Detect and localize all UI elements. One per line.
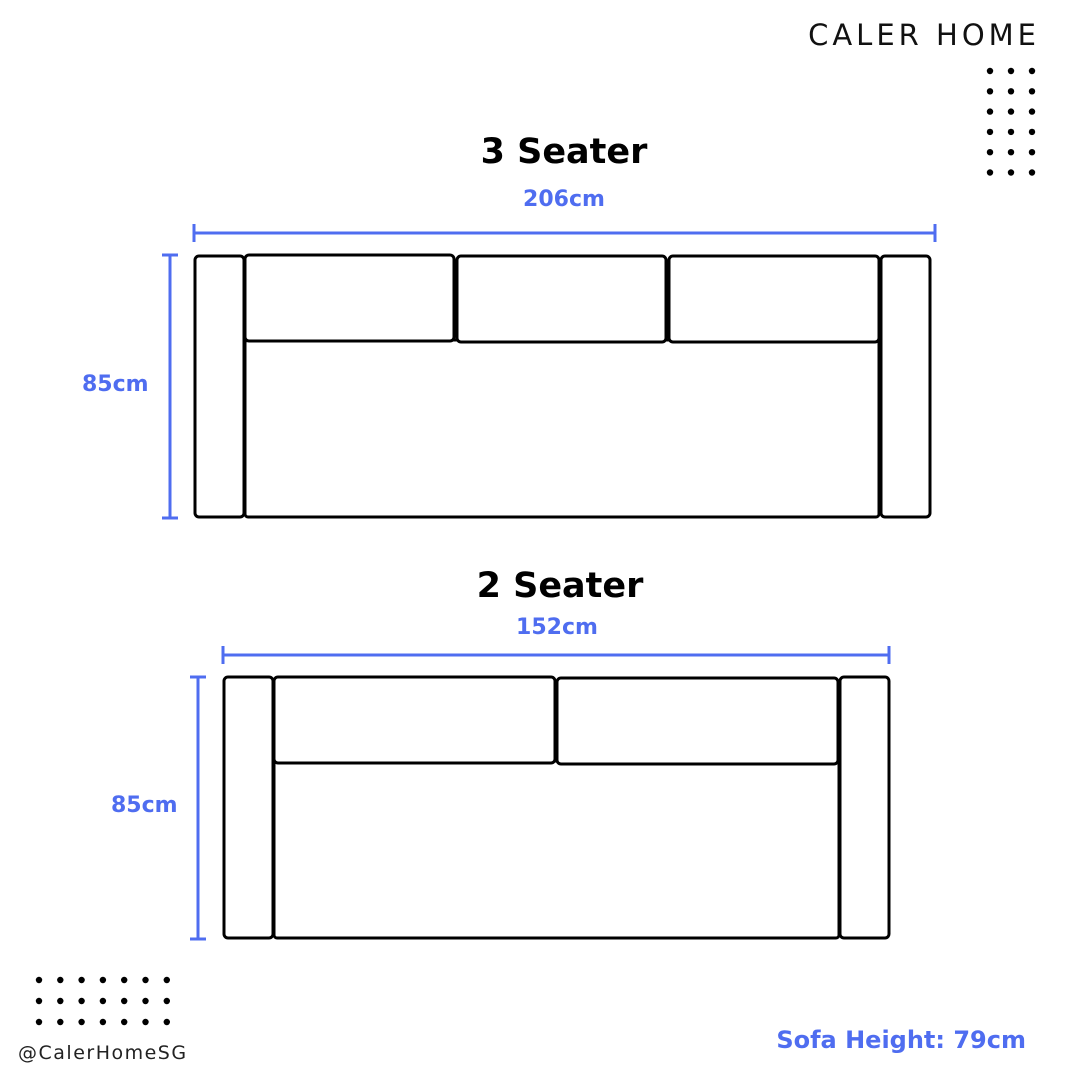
decorative-dot bbox=[986, 108, 994, 115]
decorative-dot bbox=[35, 997, 43, 1005]
decorative-dot bbox=[121, 997, 128, 1005]
decorative-dot bbox=[1007, 128, 1015, 136]
decorative-dot bbox=[986, 169, 994, 176]
sofa-height-note: Sofa Height: 79cm bbox=[776, 1026, 1026, 1054]
decorative-dot bbox=[1028, 108, 1036, 115]
decorative-dot bbox=[78, 1018, 85, 1026]
back-cushion bbox=[555, 676, 840, 766]
back-cushion bbox=[667, 254, 881, 344]
decorative-dot bbox=[1028, 67, 1036, 75]
decorative-dot bbox=[986, 88, 994, 95]
seat-base bbox=[243, 338, 881, 519]
decorative-dot bbox=[1007, 149, 1015, 156]
decorative-dot bbox=[57, 997, 64, 1005]
back-cushion bbox=[272, 675, 557, 765]
social-handle: @CalerHomeSG bbox=[18, 1042, 188, 1064]
right-armrest bbox=[879, 254, 932, 519]
decorative-dot bbox=[163, 997, 170, 1005]
decorative-dot bbox=[1007, 67, 1015, 75]
three-seater-width-dimension bbox=[192, 224, 937, 242]
decorative-dot bbox=[99, 1018, 107, 1026]
decorative-dot bbox=[1028, 169, 1036, 176]
decorative-dot bbox=[986, 128, 994, 136]
decorative-dot bbox=[163, 976, 170, 984]
decorative-dot bbox=[78, 976, 85, 984]
decorative-dot bbox=[986, 67, 994, 75]
decorative-dot bbox=[57, 976, 64, 984]
two-seater-width-label: 152cm bbox=[516, 615, 598, 640]
three-seater-title: 3 Seater bbox=[480, 132, 648, 172]
decorative-dot bbox=[1028, 88, 1036, 95]
decorative-dot bbox=[142, 1018, 149, 1026]
two-seater-depth-dimension bbox=[190, 675, 206, 941]
decorative-dot bbox=[99, 976, 107, 984]
decorative-dot bbox=[1007, 169, 1015, 176]
decorative-dot bbox=[78, 997, 85, 1005]
decorative-dot bbox=[142, 976, 149, 984]
decorative-dot bbox=[1007, 108, 1015, 115]
dot-pattern-top bbox=[986, 67, 1036, 176]
decorative-dot bbox=[142, 997, 149, 1005]
back-cushion bbox=[455, 254, 668, 344]
decorative-dot bbox=[1028, 128, 1036, 136]
left-armrest bbox=[222, 675, 275, 940]
decorative-dot bbox=[35, 976, 43, 984]
decorative-dot bbox=[121, 976, 128, 984]
decorative-dot bbox=[121, 1018, 128, 1026]
brand-name: CALER HOME bbox=[808, 18, 1040, 52]
decorative-dot bbox=[35, 1018, 43, 1026]
decorative-dot bbox=[99, 997, 107, 1005]
decorative-dot bbox=[1007, 88, 1015, 95]
two-seater-sofa-outline bbox=[222, 675, 891, 940]
three-seater-depth-label: 85cm bbox=[82, 372, 149, 397]
three-seater-sofa-outline bbox=[193, 253, 932, 519]
back-cushion bbox=[243, 253, 456, 343]
decorative-dot bbox=[57, 1018, 64, 1026]
left-armrest bbox=[193, 254, 246, 519]
decorative-dot bbox=[986, 149, 994, 156]
decorative-dot bbox=[163, 1018, 170, 1026]
decorative-dot bbox=[1028, 149, 1036, 156]
two-seater-depth-label: 85cm bbox=[111, 793, 178, 818]
two-seater-title: 2 Seater bbox=[476, 566, 644, 606]
right-armrest bbox=[838, 675, 891, 940]
two-seater-width-dimension bbox=[221, 646, 891, 664]
dot-pattern-bottom bbox=[35, 976, 170, 1026]
three-seater-depth-dimension bbox=[162, 253, 178, 520]
three-seater-width-label: 206cm bbox=[523, 187, 605, 212]
seat-base bbox=[272, 759, 841, 940]
